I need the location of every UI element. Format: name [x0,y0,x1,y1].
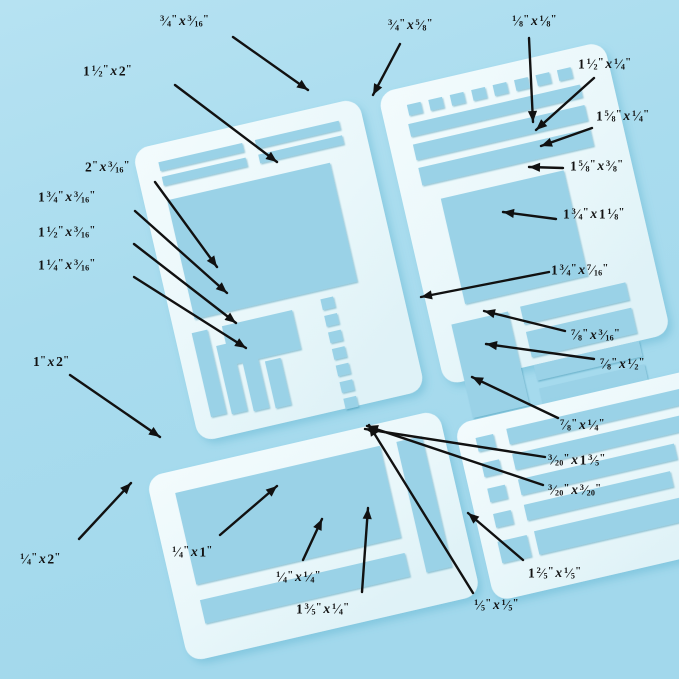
callout-arrowhead-c04 [265,151,277,162]
callout-arrow-c18 [363,427,547,459]
callout-arrowhead-layer [120,79,553,531]
callout-arrowhead-c17 [148,426,160,437]
callout-arrowhead-c24 [468,513,480,524]
callout-arrowhead-c15 [486,340,498,351]
callout-arrow-layer [68,35,596,595]
callout-arrowhead-c16 [472,377,484,386]
callout-arrowhead-c12 [234,338,246,348]
callout-arrow-c03 [527,36,535,124]
callout-arrowhead-c06 [541,138,553,147]
callout-arrow-c05 [534,76,596,132]
callout-arrowhead-c22 [313,519,322,531]
callout-arrow-c24 [466,511,525,562]
callout-arrow-c23 [360,506,370,594]
callout-arrow-c21 [218,484,279,537]
panel-top-left-cutouts [158,120,359,417]
callout-arrowhead-c09 [215,282,227,293]
callout-arrowhead-c07 [529,162,541,172]
callout-arrowhead-c14 [484,309,496,319]
callout-arrowhead-c08 [206,255,217,267]
callout-arrowhead-c03 [527,110,538,122]
callout-arrowhead-c21 [265,486,277,497]
callout-arrowhead-c01 [296,79,308,90]
callout-arrow-c20 [77,481,133,541]
callout-arrowhead-c13 [421,290,433,300]
callout-arrowhead-c20 [120,483,131,495]
callout-arrow-c08 [153,180,219,269]
callout-arrowhead-c02 [373,83,383,95]
callout-arrow-c17 [68,373,162,439]
panel-bottom-right-cutouts [475,387,679,564]
callout-arrow-c13 [419,270,551,299]
callout-arrow-c12 [132,275,248,350]
callout-arrowhead-c23 [362,508,372,520]
callout-arrow-c01 [231,35,310,92]
callout-arrow-c25 [367,423,475,595]
callout-arrowhead-c05 [536,119,548,130]
callout-arrow-c11 [132,242,238,325]
callout-arrowhead-c25 [369,425,379,437]
callout-arrow-c16 [470,375,560,420]
callout-arrowhead-c10 [503,208,515,219]
callout-arrow-c19 [365,424,545,487]
stencil-assembly [135,44,679,660]
callout-arrow-c04 [173,83,279,164]
callout-arrowhead-c11 [224,312,236,323]
callout-arrow-c09 [133,209,229,295]
callout-arrow-c15 [484,342,596,361]
callout-arrow-c14 [482,309,567,333]
